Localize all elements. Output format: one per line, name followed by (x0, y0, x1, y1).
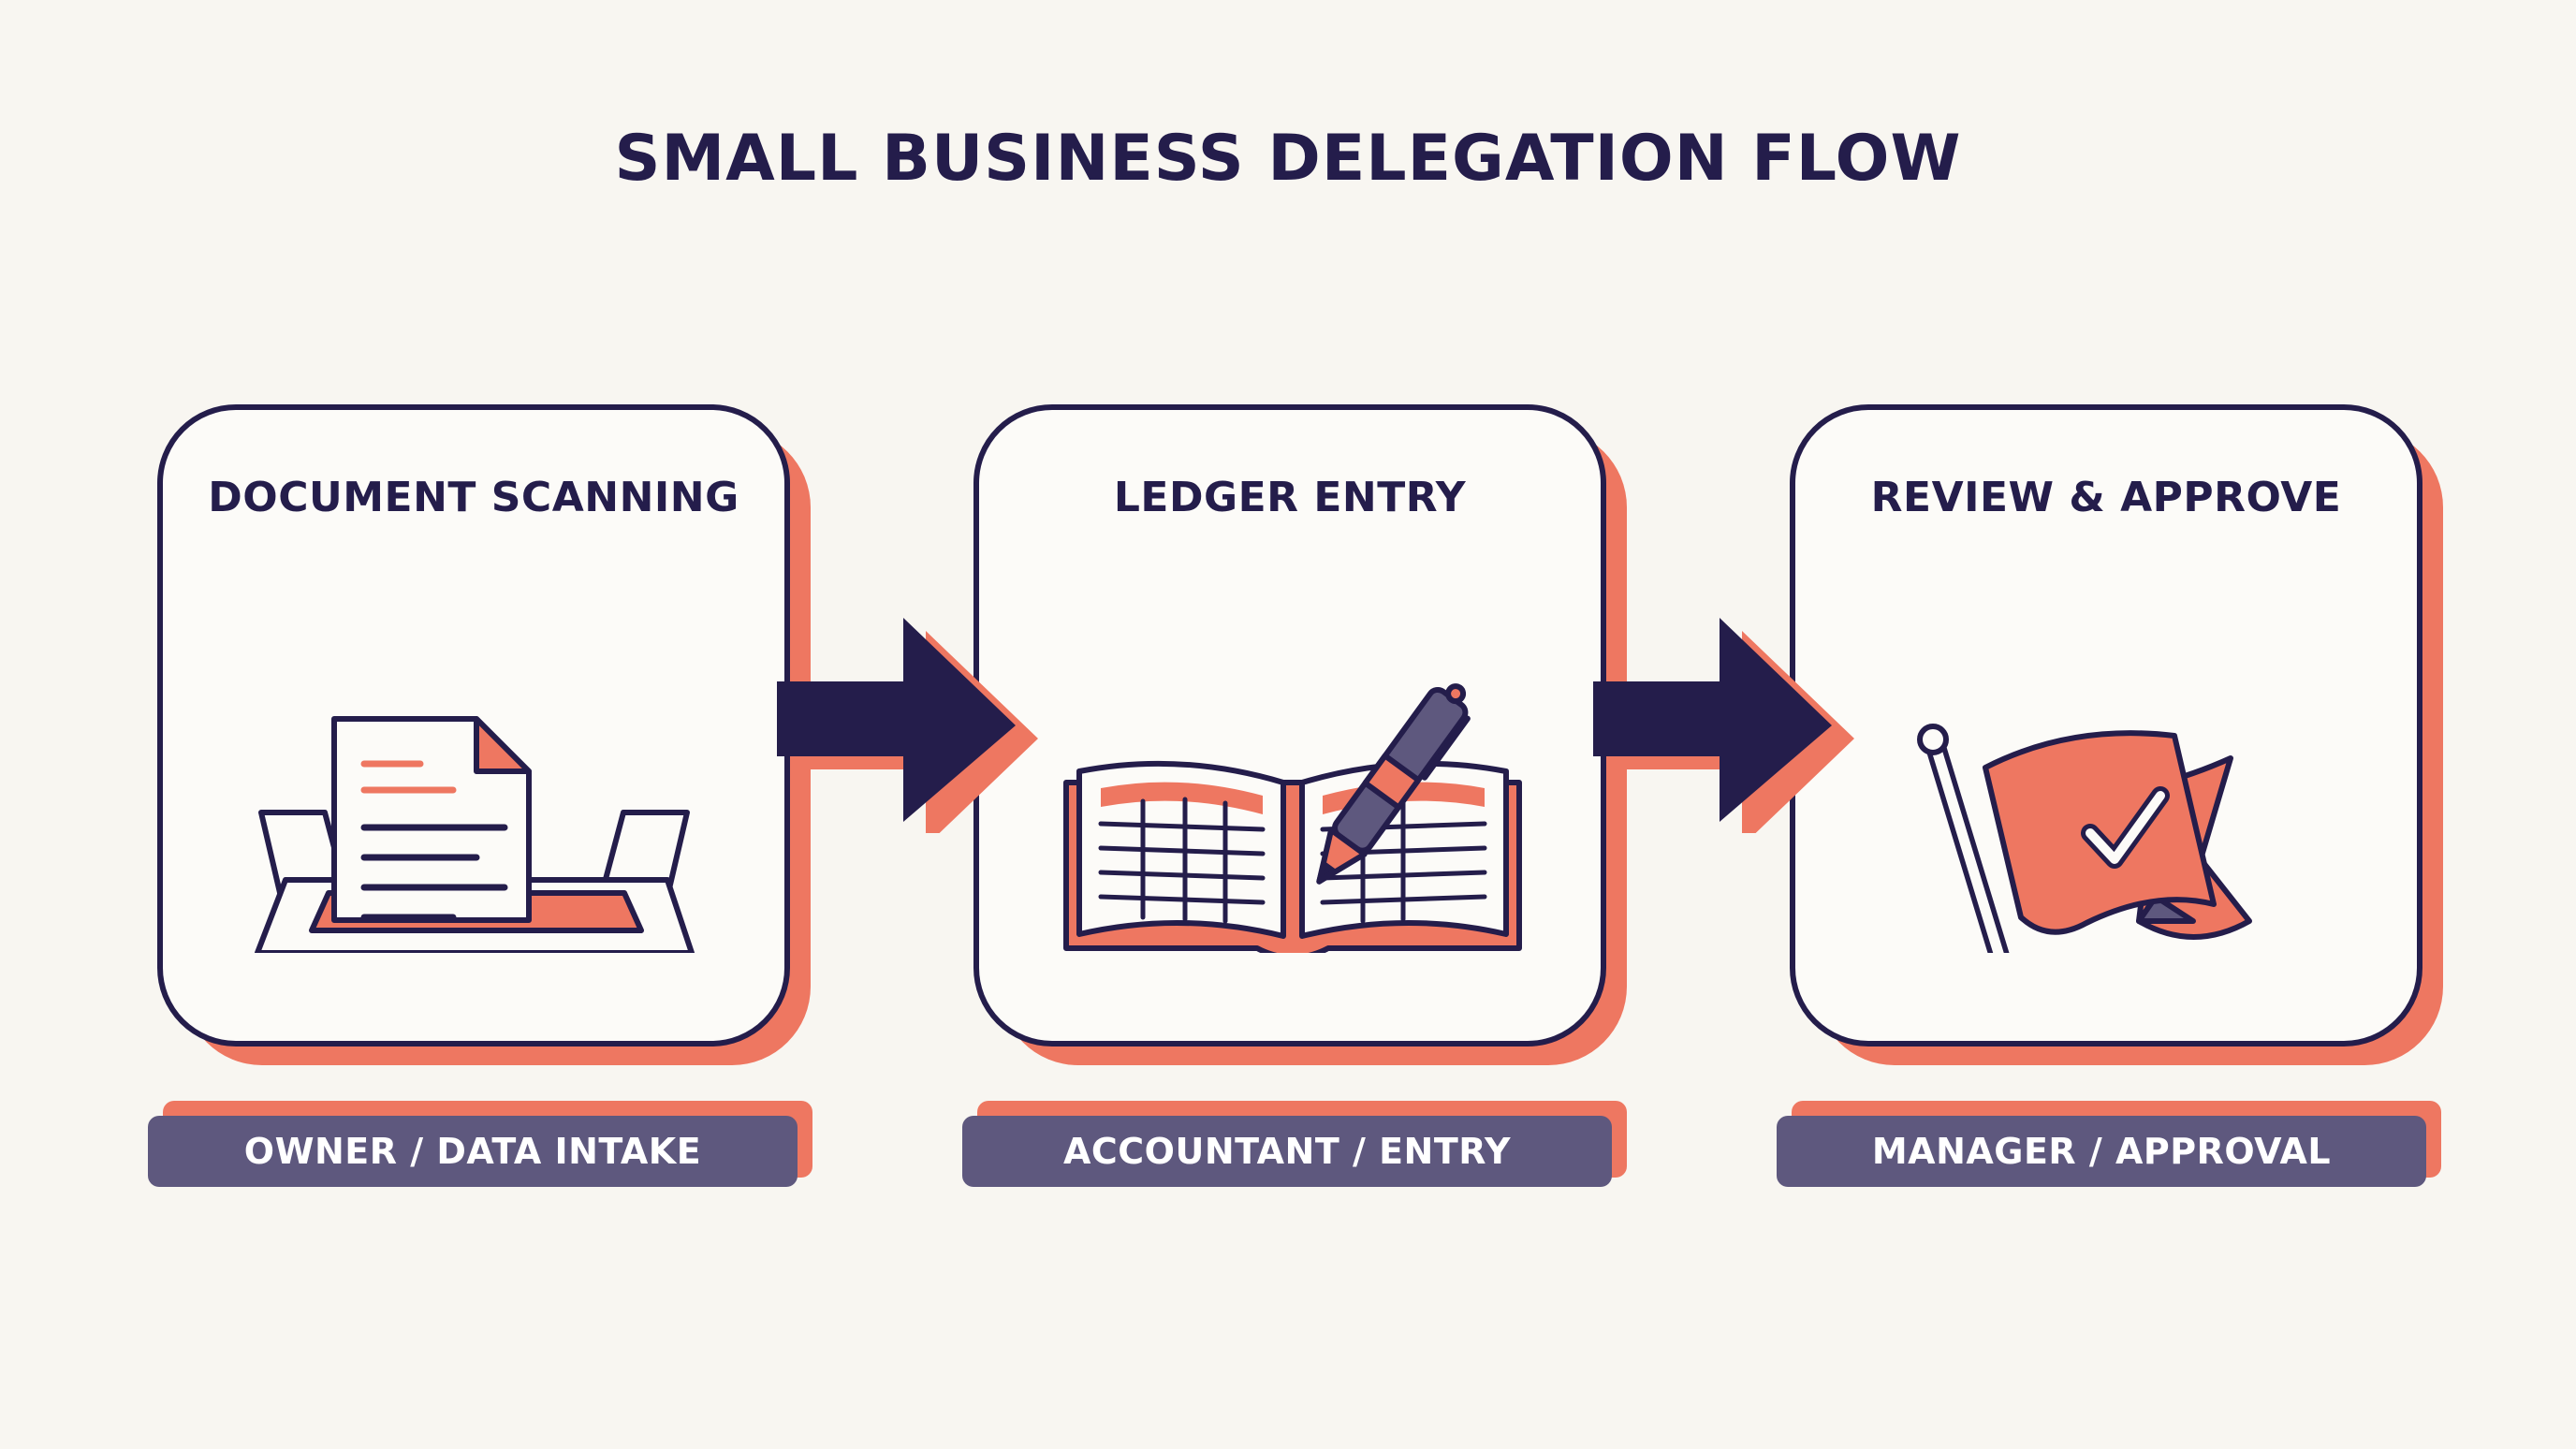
diagram-title: SMALL BUSINESS DELEGATION FLOW (614, 122, 1962, 196)
role-text: ACCOUNTANT / ENTRY (962, 1116, 1612, 1187)
step-card: LEDGER ENTRY (973, 404, 1606, 1046)
step-document-scanning: DOCUMENT SCANNING (157, 404, 811, 1065)
checkmark-flag-icon (1875, 550, 2343, 1049)
step-title: DOCUMENT SCANNING (208, 474, 739, 521)
role-label-manager: MANAGER / APPROVAL (1777, 1101, 2441, 1187)
ledger-book-pen-icon (1059, 550, 1527, 960)
step-ledger-entry: LEDGER ENTRY (973, 404, 1627, 1065)
role-text: MANAGER / APPROVAL (1777, 1116, 2426, 1187)
step-review-approve: REVIEW & APPROVE (1790, 404, 2443, 1065)
step-title: REVIEW & APPROVE (1870, 474, 2342, 521)
step-card: REVIEW & APPROVE (1790, 404, 2422, 1049)
arrow-right-icon (777, 618, 1048, 846)
role-label-owner: OWNER / DATA INTAKE (148, 1101, 812, 1187)
step-title: LEDGER ENTRY (1113, 474, 1467, 521)
document-scanner-icon (242, 550, 710, 1017)
arrow-right-icon (1593, 618, 1865, 846)
step-card: DOCUMENT SCANNING (157, 404, 790, 1046)
role-text: OWNER / DATA INTAKE (148, 1116, 798, 1187)
role-label-accountant: ACCOUNTANT / ENTRY (962, 1101, 1627, 1187)
